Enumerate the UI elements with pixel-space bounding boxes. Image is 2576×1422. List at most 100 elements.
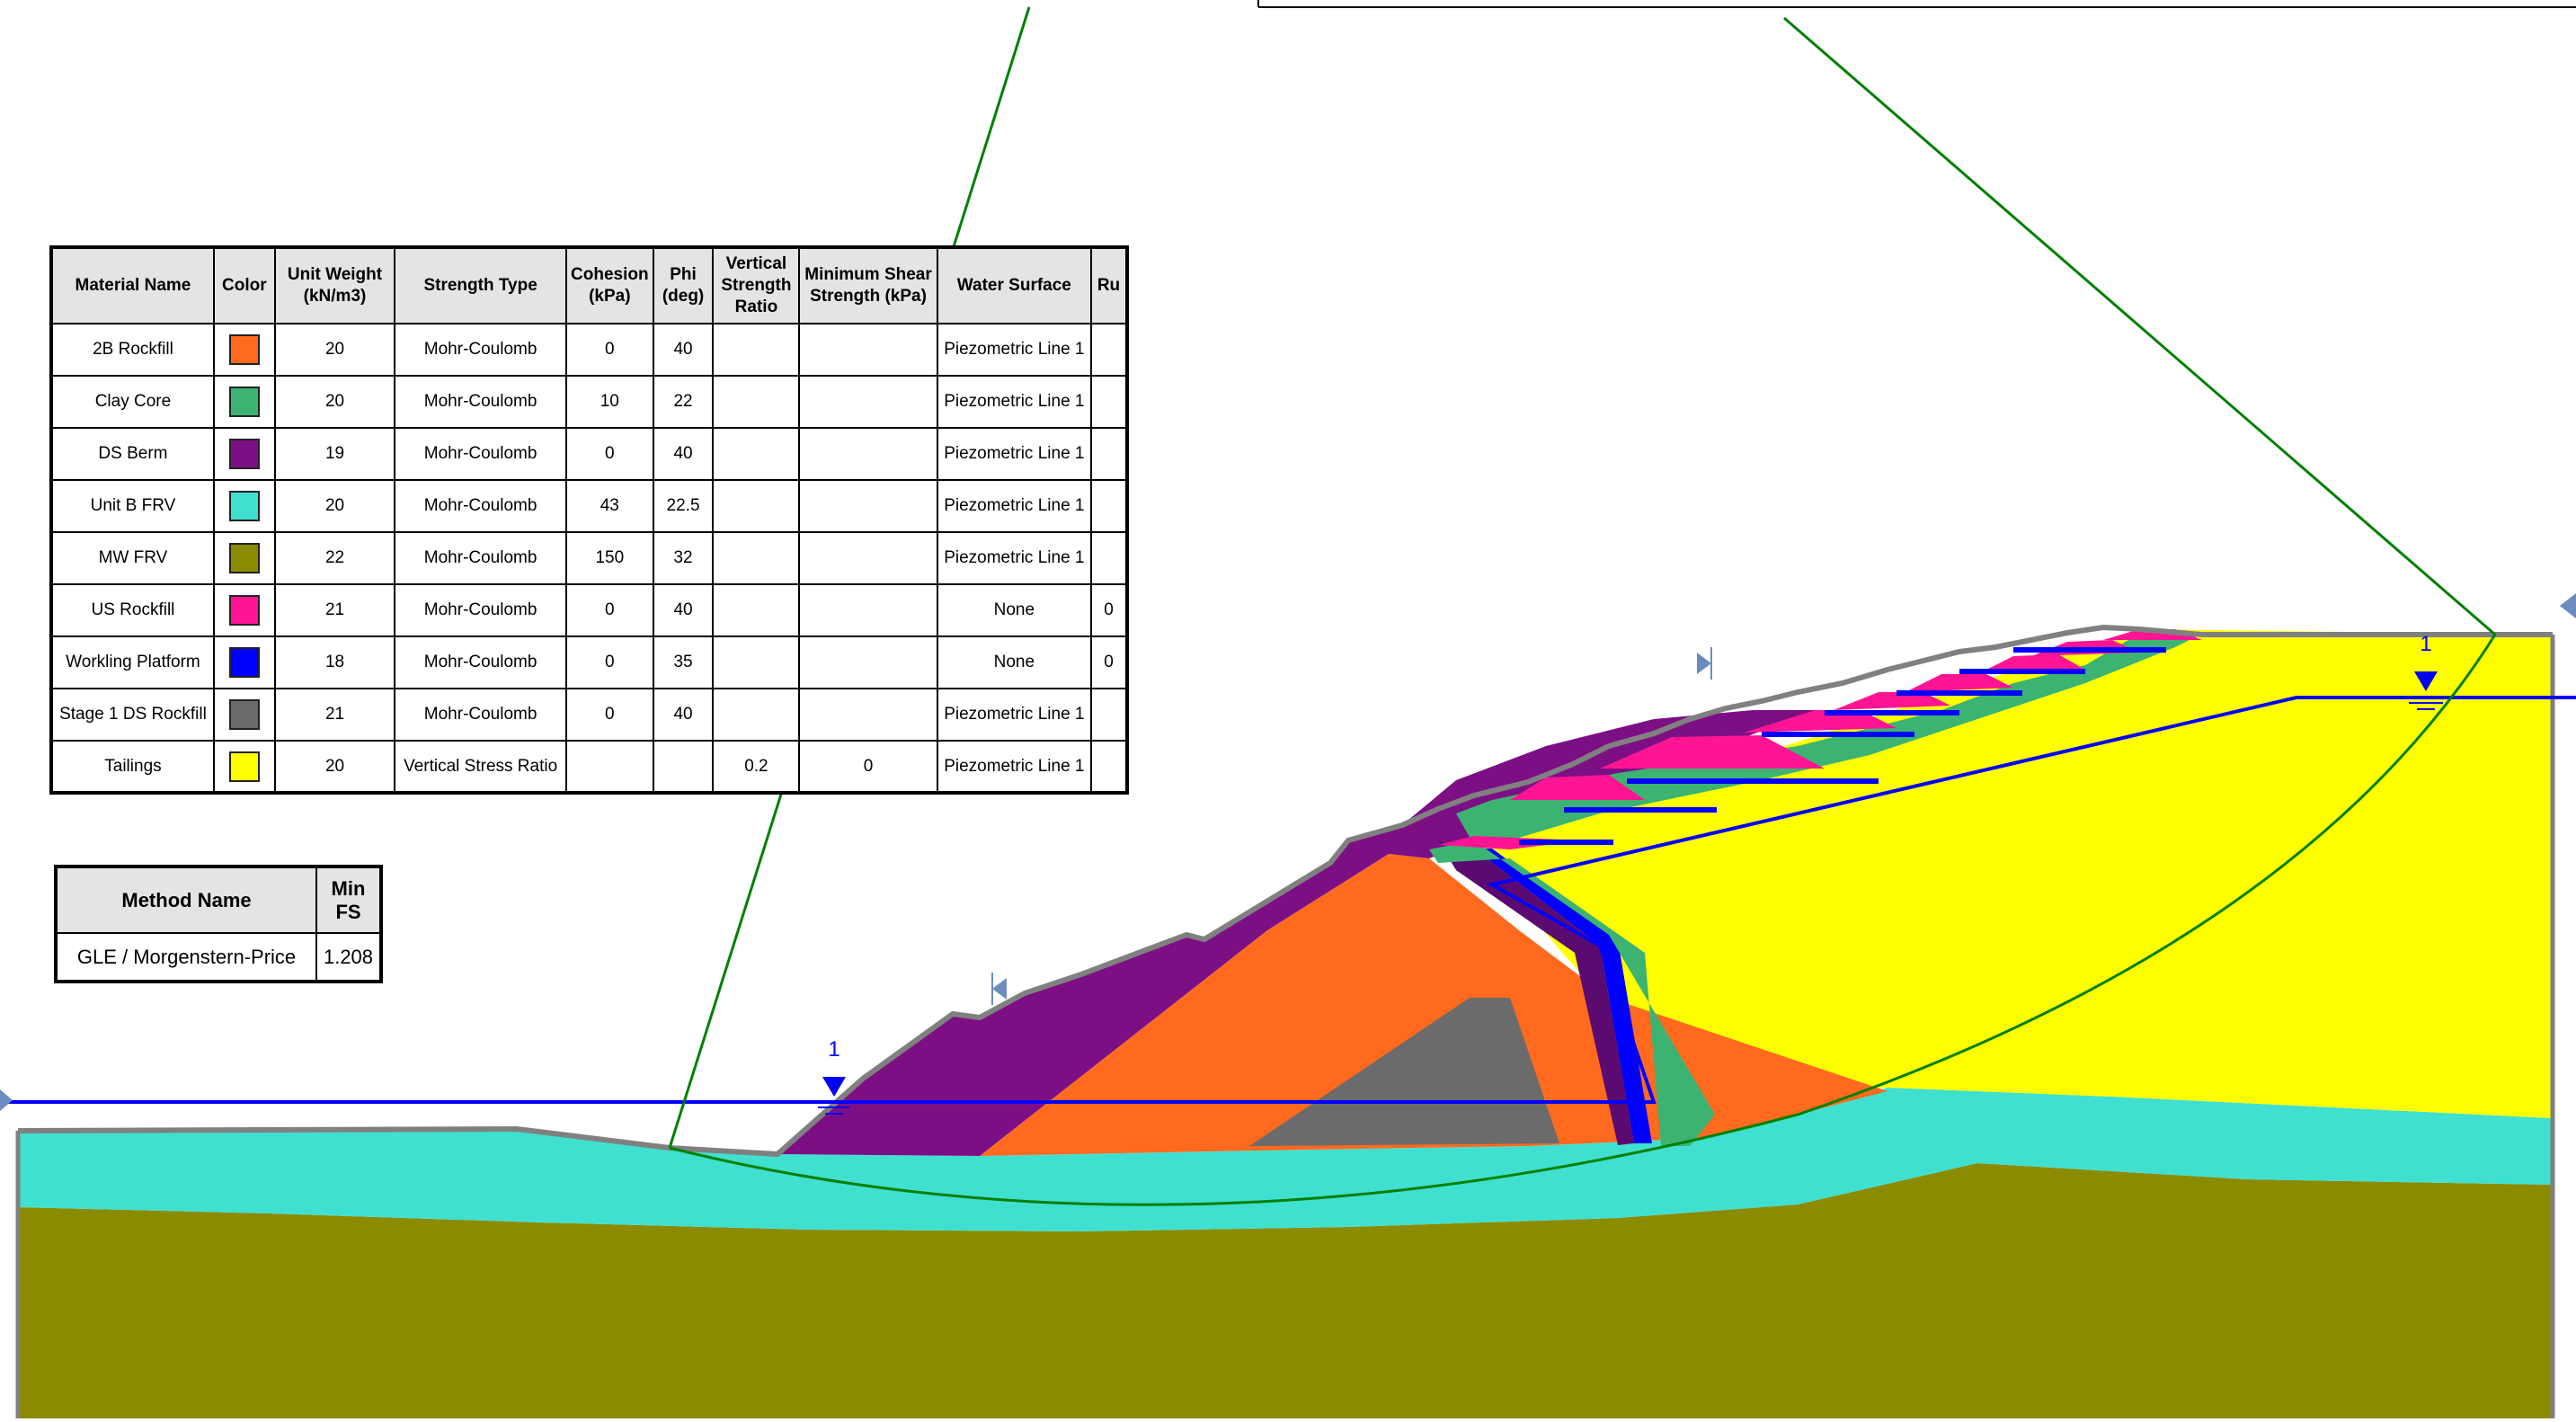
min-shear-strength xyxy=(798,583,938,637)
min-shear-strength xyxy=(798,688,938,742)
color-swatch xyxy=(228,387,260,417)
materials-header-row: Material Name Color Unit Weight (kN/m3) … xyxy=(50,246,1129,324)
min-shear-strength xyxy=(798,635,938,689)
phi: 22.5 xyxy=(652,479,715,533)
color-swatch xyxy=(228,647,260,678)
unit-weight: 22 xyxy=(273,531,396,585)
min-shear-strength xyxy=(798,427,938,481)
vertical-strength-ratio xyxy=(712,323,801,377)
cohesion: 0 xyxy=(565,688,654,742)
water-surface: Piezometric Line 1 xyxy=(936,323,1092,377)
vertical-strength-ratio xyxy=(712,375,801,429)
marker-left-edge xyxy=(0,1089,13,1111)
strength-type: Mohr-Coulomb xyxy=(394,583,568,637)
strength-type: Mohr-Coulomb xyxy=(394,427,568,481)
method-min-fs: 1.208 xyxy=(315,932,382,982)
phi: 40 xyxy=(652,323,715,377)
ru xyxy=(1089,740,1129,794)
methods-table: Method Name Min FS GLE / Morgenstern-Pri… xyxy=(54,865,383,983)
phi: 32 xyxy=(652,531,715,585)
material-name: Stage 1 DS Rockfill xyxy=(50,688,215,742)
piezo-label-left: 1 xyxy=(828,1037,839,1062)
unit-weight: 18 xyxy=(273,635,396,689)
material-name: Unit B FRV xyxy=(50,479,215,533)
marker-toe xyxy=(992,978,1007,1000)
cohesion: 0 xyxy=(565,635,654,689)
unit-b-frv-region xyxy=(18,1088,2553,1231)
color-swatch xyxy=(228,543,260,573)
material-color xyxy=(212,583,276,637)
phi: 40 xyxy=(652,688,715,742)
cohesion: 0 xyxy=(565,323,654,377)
unit-weight: 19 xyxy=(273,427,396,481)
phi: 22 xyxy=(652,375,715,429)
unit-weight: 20 xyxy=(273,479,396,533)
material-name: US Rockfill xyxy=(50,583,215,637)
ru xyxy=(1089,688,1129,742)
clay-core-region xyxy=(1429,840,1715,1146)
method-name: GLE / Morgenstern-Price xyxy=(55,932,317,982)
min-shear-strength xyxy=(798,531,938,585)
material-color xyxy=(212,740,276,794)
material-color xyxy=(212,323,276,377)
phi xyxy=(652,740,715,794)
cohesion: 0 xyxy=(565,583,654,637)
phi: 40 xyxy=(652,427,715,481)
top-info-box xyxy=(1257,0,2576,8)
cohesion: 43 xyxy=(565,479,654,533)
col-material-name: Material Name xyxy=(50,246,215,324)
color-swatch xyxy=(228,491,260,521)
ru xyxy=(1089,375,1129,429)
ru xyxy=(1089,323,1129,377)
water-table-marker-right: 1 xyxy=(2409,632,2443,710)
unit-weight: 21 xyxy=(273,688,396,742)
material-name: Clay Core xyxy=(50,375,215,429)
strength-type: Mohr-Coulomb xyxy=(394,688,568,742)
ru xyxy=(1089,531,1129,585)
methods-header-row: Method Name Min FS xyxy=(55,866,382,934)
col-min-shear-strength: Minimum Shear Strength (kPa) xyxy=(798,246,938,324)
mw-frv-region xyxy=(18,1163,2553,1418)
min-shear-strength xyxy=(798,323,938,377)
color-swatch xyxy=(228,439,260,469)
ru: 0 xyxy=(1089,583,1129,637)
vertical-strength-ratio xyxy=(712,479,801,533)
col-strength-type: Strength Type xyxy=(394,246,568,324)
vertical-strength-ratio xyxy=(712,635,801,689)
vertical-strength-ratio xyxy=(712,583,801,637)
col-vertical-strength-ratio: Vertical Strength Ratio xyxy=(712,246,801,324)
unit-weight: 20 xyxy=(273,375,396,429)
tailings-region xyxy=(1474,629,2553,1118)
strength-type: Mohr-Coulomb xyxy=(394,531,568,585)
ru xyxy=(1089,479,1129,533)
vertical-strength-ratio xyxy=(712,427,801,481)
col-cohesion: Cohesion (kPa) xyxy=(565,246,654,324)
col-ru: Ru xyxy=(1089,246,1129,324)
phi: 40 xyxy=(652,583,715,637)
water-surface: Piezometric Line 1 xyxy=(936,479,1092,533)
ground-surface-line xyxy=(17,624,2553,1158)
material-color xyxy=(212,531,276,585)
col-water-surface: Water Surface xyxy=(936,246,1092,324)
piezo-label-right: 1 xyxy=(2420,632,2431,656)
min-shear-strength: 0 xyxy=(798,740,938,794)
vertical-strength-ratio: 0.2 xyxy=(712,740,801,794)
water-surface: Piezometric Line 1 xyxy=(936,375,1092,429)
material-color xyxy=(212,479,276,533)
col-method-name: Method Name xyxy=(55,866,317,934)
water-table-marker-left: 1 xyxy=(818,1037,850,1115)
piezometric-line xyxy=(0,696,2576,1104)
material-name: Workling Platform xyxy=(50,635,215,689)
unit-weight: 21 xyxy=(273,583,396,637)
stage1-ds-rockfill-region xyxy=(1249,998,1559,1146)
material-color xyxy=(212,427,276,481)
col-color: Color xyxy=(212,246,276,324)
